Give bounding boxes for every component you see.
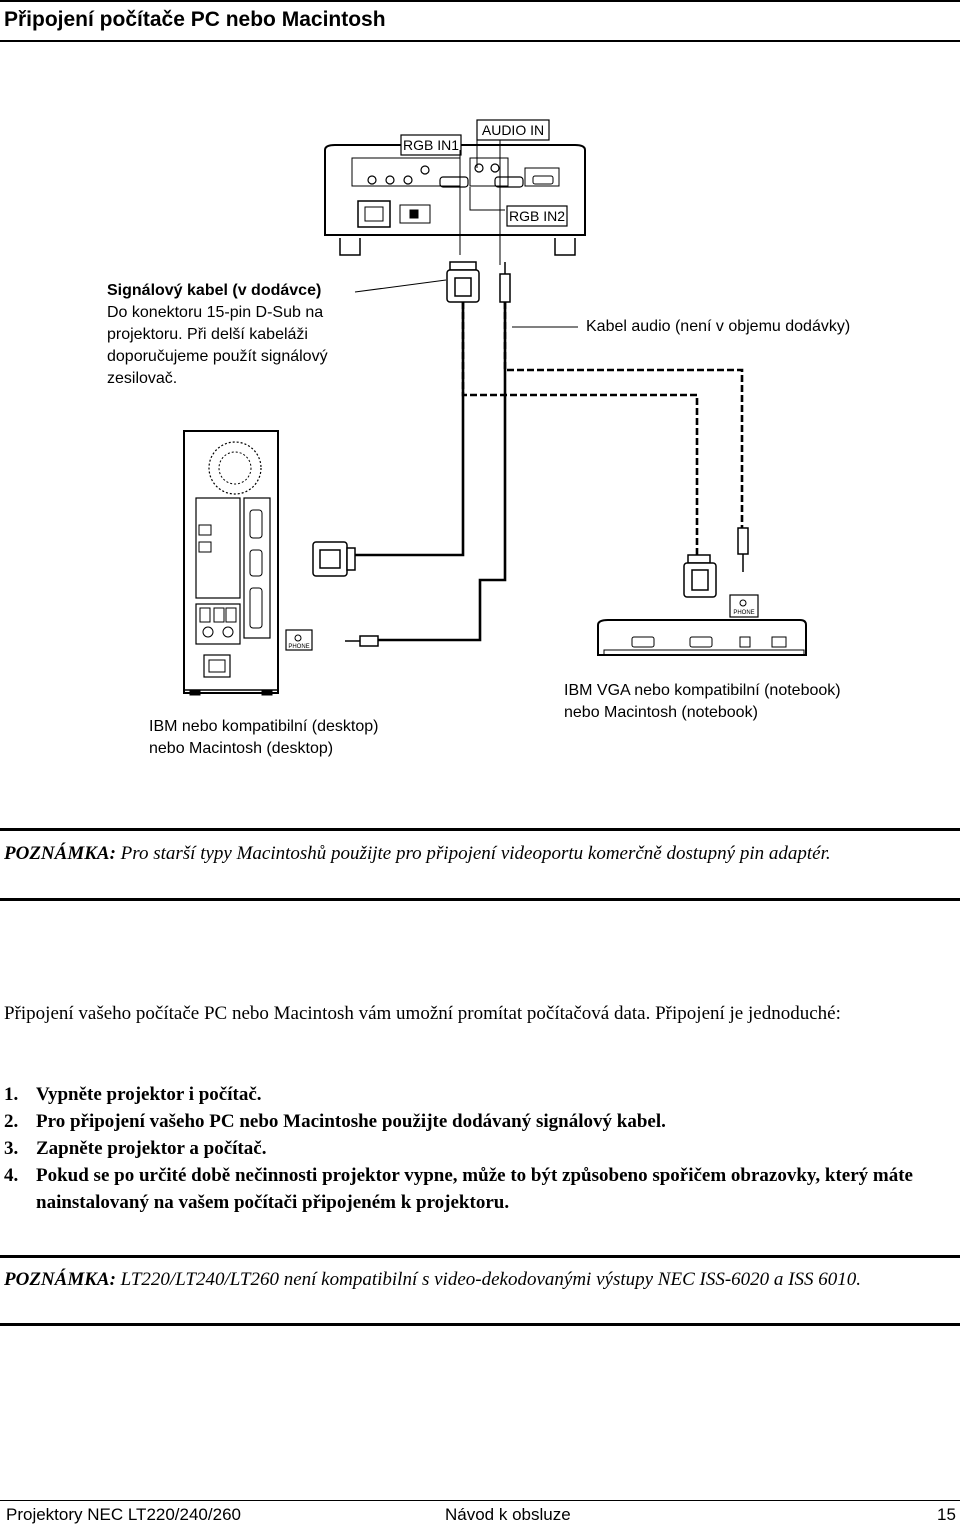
- label-audio-in: AUDIO IN: [482, 122, 544, 138]
- notebook-vga-plug: [683, 554, 717, 598]
- desktop-label: IBM nebo kompatibilní (desktop) nebo Mac…: [149, 716, 378, 760]
- step-number: 3.: [4, 1138, 19, 1159]
- signal-cable-line: zesilovač.: [107, 370, 178, 387]
- steps-list: 1. Vypněte projektor i počítač. 2. Pro při…: [4, 1081, 934, 1216]
- note2-bottom-rule: [0, 1323, 960, 1326]
- desktop-audio-plug: [345, 635, 379, 647]
- notebook-computer-illustration: [597, 619, 807, 656]
- note2-text: LT220/LT240/LT260 není kompatibilní s vi…: [115, 1269, 861, 1290]
- desktop-label-line: IBM nebo kompatibilní (desktop): [149, 718, 379, 735]
- list-item: 1. Vypněte projektor i počítač.: [4, 1081, 934, 1108]
- footer-left: Projektory NEC LT220/240/260: [6, 1505, 241, 1524]
- title-rule: [0, 40, 960, 42]
- audio-cable-to-desktop-solid: [378, 302, 507, 642]
- signal-cable-title: Signálový kabel (v dodávce): [107, 282, 322, 299]
- step-number: 2.: [4, 1111, 19, 1132]
- port-callouts: RGB IN1 AUDIO IN RGB IN2: [400, 119, 568, 265]
- desktop-phone-jack: PHONE: [285, 629, 313, 651]
- phone-label-notebook: PHONE: [733, 610, 754, 616]
- list-item: 4. Pokud se po určité době nečinnosti pro…: [4, 1162, 934, 1216]
- footer-center: Návod k obsluze: [445, 1505, 571, 1524]
- desktop-vga-plug: [312, 541, 356, 577]
- list-item: 3. Zapněte projektor a počítač.: [4, 1135, 934, 1162]
- notebook-label-line: nebo Macintosh (notebook): [564, 704, 758, 721]
- projector-illustration: [324, 144, 586, 256]
- notebook-audio-plug: [737, 527, 749, 572]
- step-number: 4.: [4, 1165, 19, 1186]
- note1-text: Pro starší typy Macintoshů použijte pro …: [115, 843, 831, 864]
- list-item: 2. Pro připojení vašeho PC nebo Macintosh…: [4, 1108, 934, 1135]
- label-rgb-in1: RGB IN1: [403, 137, 459, 153]
- audio-cable-label: Kabel audio (není v objemu dodávky): [586, 318, 851, 335]
- step-text: Pokud se po určité době nečinnosti proje…: [36, 1165, 913, 1213]
- page-number: 15: [937, 1505, 956, 1524]
- connection-diagram: RGB IN1 AUDIO IN RGB IN2: [183, 119, 807, 696]
- notebook-label-line: IBM VGA nebo kompatibilní (notebook): [564, 682, 841, 699]
- note1-bottom-rule: [0, 898, 960, 901]
- footer-rule: [0, 1500, 960, 1501]
- signal-cable-line: projektoru. Při delší kabeláži: [107, 326, 308, 343]
- notebook-phone-jack: PHONE: [729, 594, 759, 618]
- step-text: Vypněte projektor i počítač.: [36, 1084, 262, 1105]
- note2-top-rule: [0, 1255, 960, 1258]
- projector-audio-plug: [499, 262, 511, 303]
- step-number: 1.: [4, 1084, 19, 1105]
- phone-label-desktop: PHONE: [288, 644, 309, 650]
- step-text: Zapněte projektor a počítač.: [36, 1138, 267, 1159]
- page-title: Připojení počítače PC nebo Macintosh: [4, 8, 386, 31]
- desktop-label-line: nebo Macintosh (desktop): [149, 740, 334, 757]
- signal-cable-line: Do konektoru 15-pin D-Sub na: [107, 304, 324, 321]
- note1-label: POZNÁMKA:: [4, 843, 116, 864]
- note1-top-rule: [0, 828, 960, 831]
- top-rule: [0, 0, 960, 2]
- label-rgb-in2: RGB IN2: [509, 208, 565, 224]
- note2-label: POZNÁMKA:: [4, 1269, 116, 1290]
- note1: POZNÁMKA: Pro starší typy Macintoshů pou…: [4, 841, 944, 867]
- projector-vga-plug: [446, 261, 480, 303]
- desktop-computer-illustration: [183, 430, 279, 696]
- note2: POZNÁMKA: LT220/LT240/LT260 není kompati…: [4, 1267, 944, 1293]
- signal-cable-to-notebook: [461, 302, 699, 555]
- step-text: Pro připojení vašeho PC nebo Macintoshe …: [36, 1111, 666, 1132]
- signal-cable-line: doporučujeme použít signálový: [107, 348, 328, 365]
- notebook-label: IBM VGA nebo kompatibilní (notebook) neb…: [564, 680, 841, 724]
- signal-cable-label: Signálový kabel (v dodávce) Do konektoru…: [107, 280, 367, 390]
- intro-paragraph: Připojení vašeho počítače PC nebo Macint…: [4, 1003, 841, 1024]
